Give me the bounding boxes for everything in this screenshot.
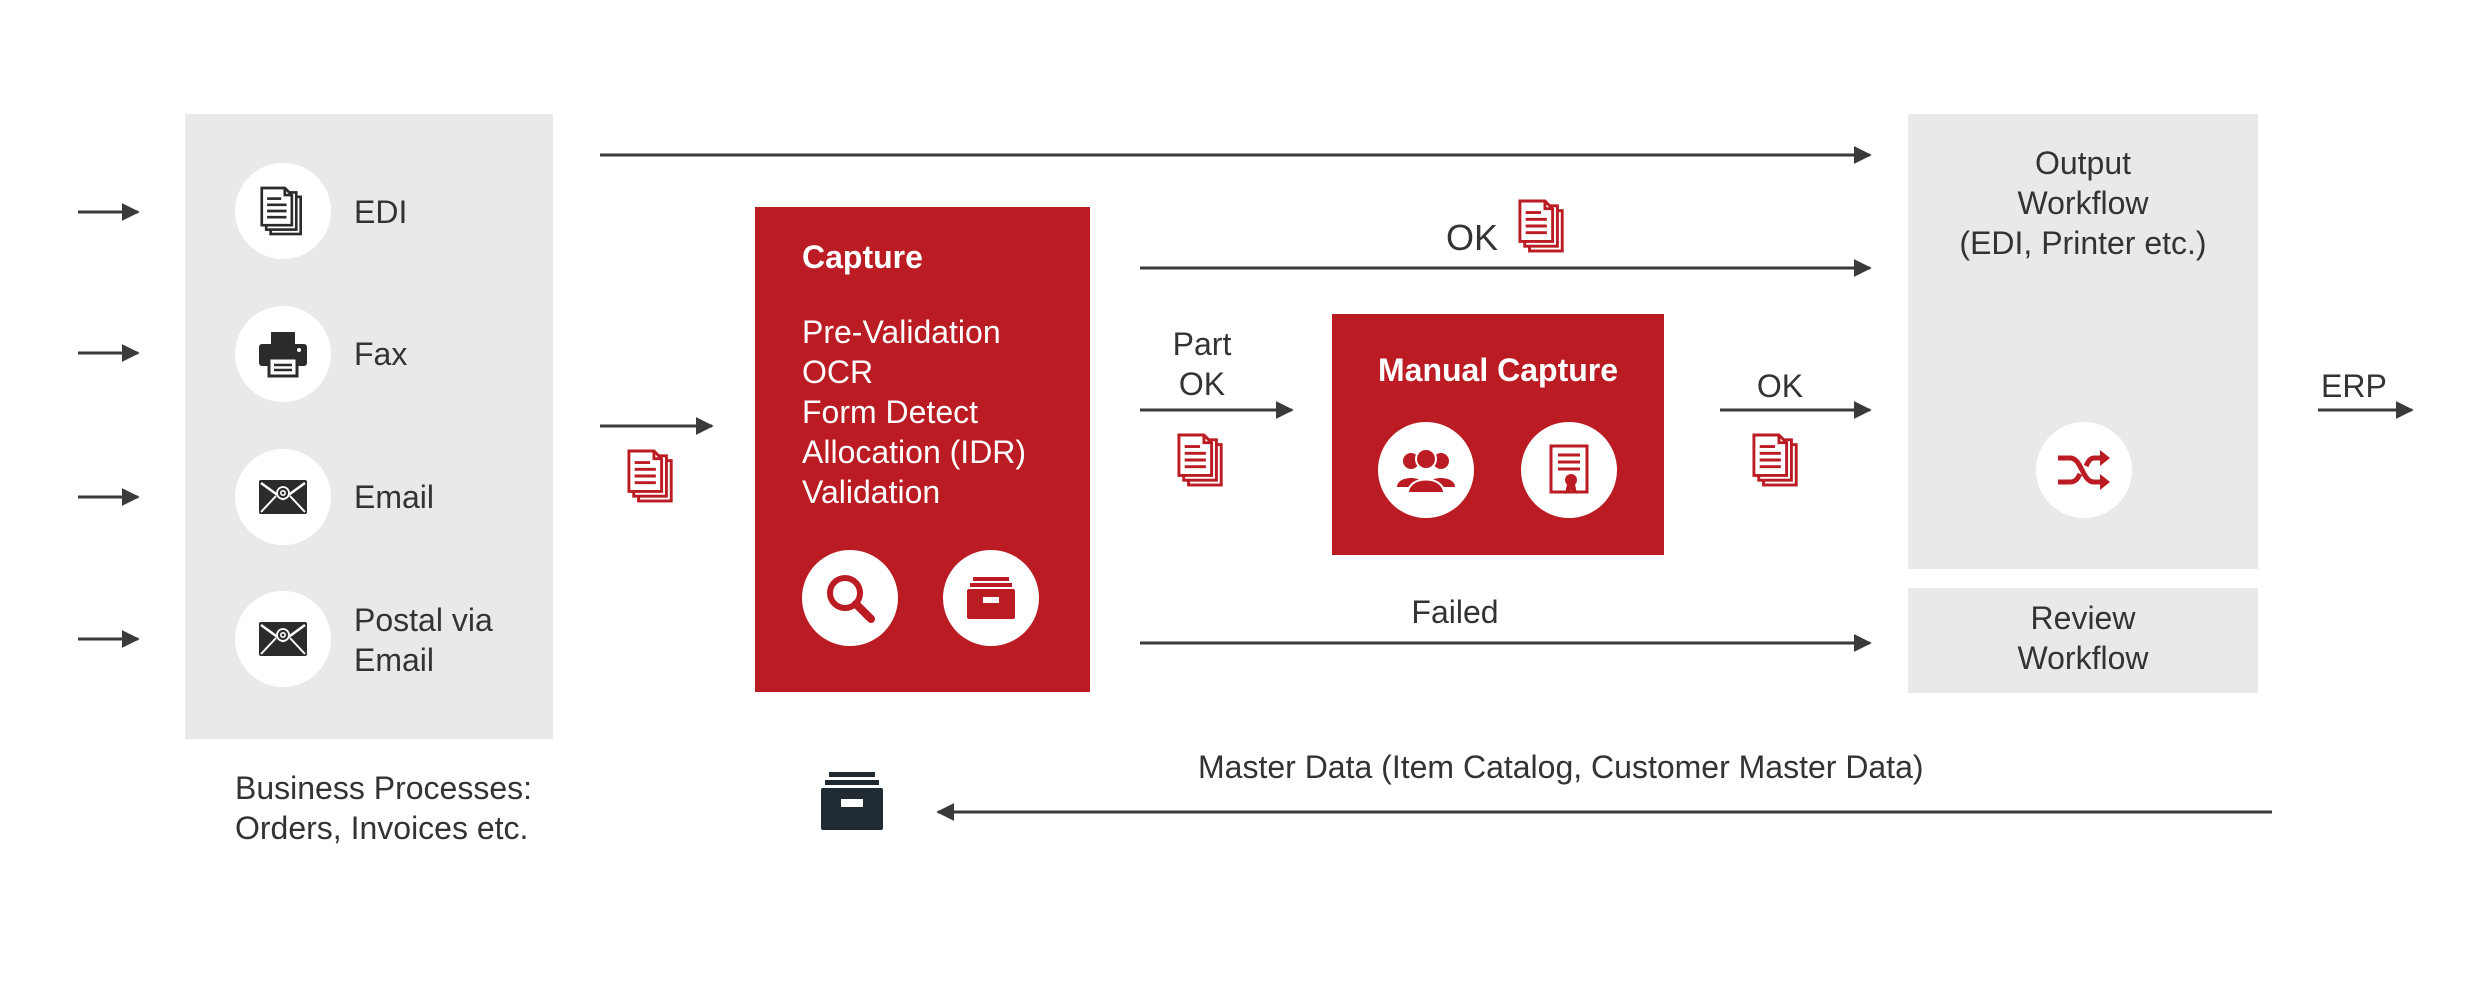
- sources-caption-line2: Orders, Invoices etc.: [235, 810, 529, 846]
- users-icon: [1397, 448, 1455, 493]
- manual-capture-box: [1332, 314, 1664, 555]
- document-stack-icon: [1518, 198, 1568, 254]
- manual-ok-label: OK: [1756, 368, 1804, 404]
- manual-users-circle: [1378, 422, 1474, 518]
- output-title-line3: (EDI, Printer etc.): [1959, 225, 2207, 261]
- envelope-icon: [258, 479, 308, 515]
- fax-icon-circle: [235, 306, 331, 402]
- capture-step-ocr: OCR: [802, 354, 874, 390]
- failed-label: Failed: [1411, 594, 1499, 630]
- review-title-line2: Workflow: [2017, 640, 2149, 676]
- output-shuffle-circle: [2036, 422, 2132, 518]
- capture-search-circle: [802, 550, 898, 646]
- output-title-line1: Output: [2034, 145, 2132, 181]
- source-label-fax: Fax: [354, 336, 408, 372]
- shuffle-icon: [2058, 450, 2110, 490]
- sources-caption-line1: Business Processes:: [235, 770, 533, 806]
- manual-capture-title: Manual Capture: [1377, 352, 1619, 388]
- certificate-icon: [1549, 444, 1589, 494]
- capture-step-validation: Validation: [802, 474, 941, 510]
- capture-archive-circle: [943, 550, 1039, 646]
- document-stack-icon: [260, 186, 306, 236]
- postal-email-icon-circle: [235, 591, 331, 687]
- ok-top-label: OK: [1446, 217, 1499, 258]
- review-title-line1: Review: [2030, 600, 2136, 636]
- capture-step-allocation: Allocation (IDR): [802, 434, 1027, 470]
- output-title-line2: Workflow: [2017, 185, 2149, 221]
- part-ok-label-line1: Part: [1172, 326, 1232, 362]
- document-stack-icon: [1177, 432, 1227, 488]
- archive-box-icon: [967, 577, 1015, 619]
- manual-certificate-circle: [1521, 422, 1617, 518]
- review-workflow-box: [1908, 588, 2258, 693]
- search-icon: [827, 575, 875, 623]
- master-data-label: Master Data (Item Catalog, Customer Mast…: [1198, 749, 1924, 785]
- email-icon-circle: [235, 449, 331, 545]
- document-stack-icon: [627, 448, 677, 504]
- capture-step-form-detect: Form Detect: [802, 394, 979, 430]
- part-ok-label-line2: OK: [1178, 366, 1226, 402]
- capture-step-prevalidation: Pre-Validation: [802, 314, 1001, 350]
- source-label-postal-line1: Postal via: [354, 602, 493, 638]
- capture-title: Capture: [802, 239, 923, 275]
- envelope-icon: [258, 621, 308, 657]
- source-label-edi: EDI: [354, 194, 408, 230]
- source-label-email: Email: [354, 479, 435, 515]
- archive-box-icon: [821, 772, 883, 830]
- erp-label: ERP: [2321, 368, 2387, 404]
- edi-icon-circle: [235, 163, 331, 259]
- source-label-postal-line2: Email: [354, 642, 435, 678]
- printer-icon: [259, 332, 307, 378]
- document-stack-icon: [1752, 432, 1802, 488]
